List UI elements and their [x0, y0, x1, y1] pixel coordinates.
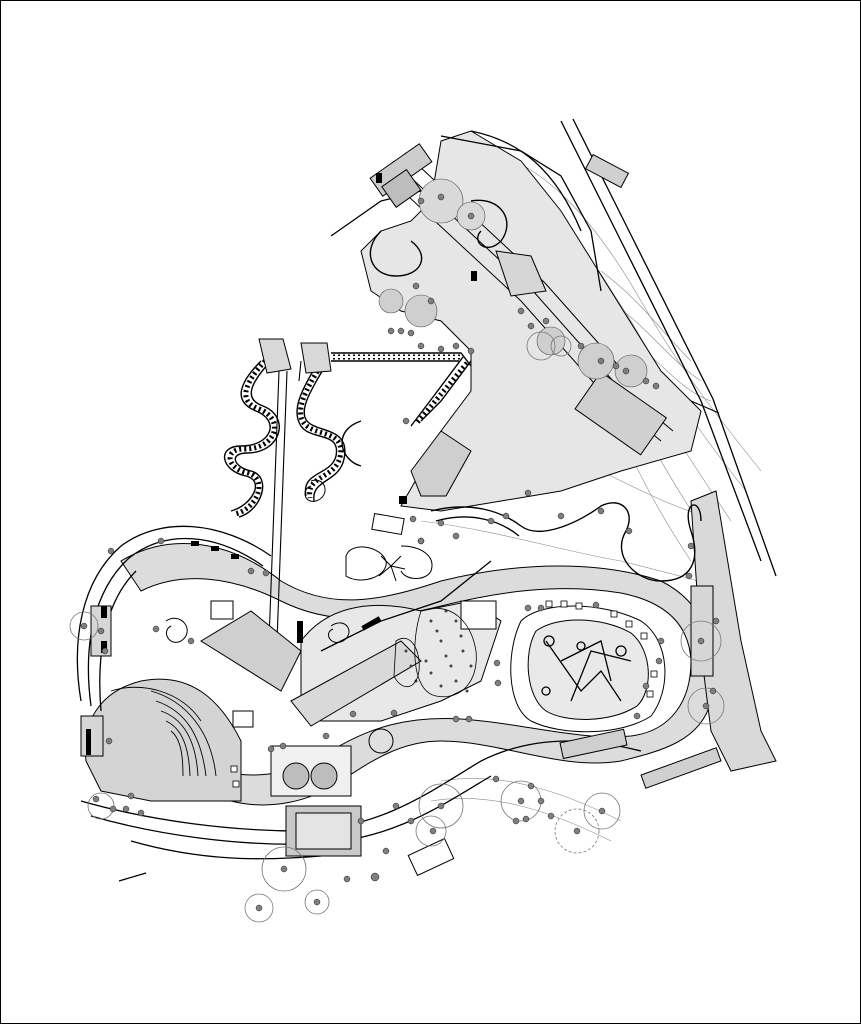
palm-motif	[345, 545, 433, 582]
main-promenade	[120, 543, 715, 806]
tree-cluster-north	[378, 178, 648, 388]
building-b	[460, 600, 497, 630]
right-strip	[690, 490, 777, 772]
service-building-right	[574, 371, 668, 456]
dark-walls	[86, 173, 477, 755]
buildings	[80, 250, 722, 877]
west-gate	[80, 715, 104, 757]
amphitheater-seating	[110, 686, 217, 777]
tower-inner	[295, 812, 352, 850]
benches	[230, 600, 658, 788]
tree-rings-large	[69, 331, 725, 923]
trees	[69, 178, 725, 923]
building-c	[210, 600, 234, 620]
tree-dots	[80, 193, 720, 912]
cable-station	[258, 338, 332, 374]
slope-block	[410, 430, 472, 497]
island-play-structures	[541, 635, 632, 702]
east-pavilion	[559, 728, 628, 760]
diagonal-hall	[290, 640, 422, 727]
garden-outlines	[393, 608, 477, 698]
east-strip-building	[690, 585, 714, 677]
spiral-paths	[165, 479, 350, 643]
south-shed	[407, 837, 455, 877]
building-a	[371, 512, 405, 536]
building-d	[232, 710, 254, 728]
lift-top-block	[495, 250, 547, 297]
hall-block	[270, 745, 352, 797]
garden-stipple	[404, 609, 473, 693]
island-inner	[527, 619, 649, 720]
pier	[640, 747, 722, 789]
entry-wing	[200, 610, 302, 692]
serpentine-paths	[223, 199, 702, 582]
service-building-top	[584, 153, 630, 189]
cable-lines	[268, 360, 302, 642]
top-station	[369, 143, 433, 208]
fountains	[282, 728, 394, 790]
